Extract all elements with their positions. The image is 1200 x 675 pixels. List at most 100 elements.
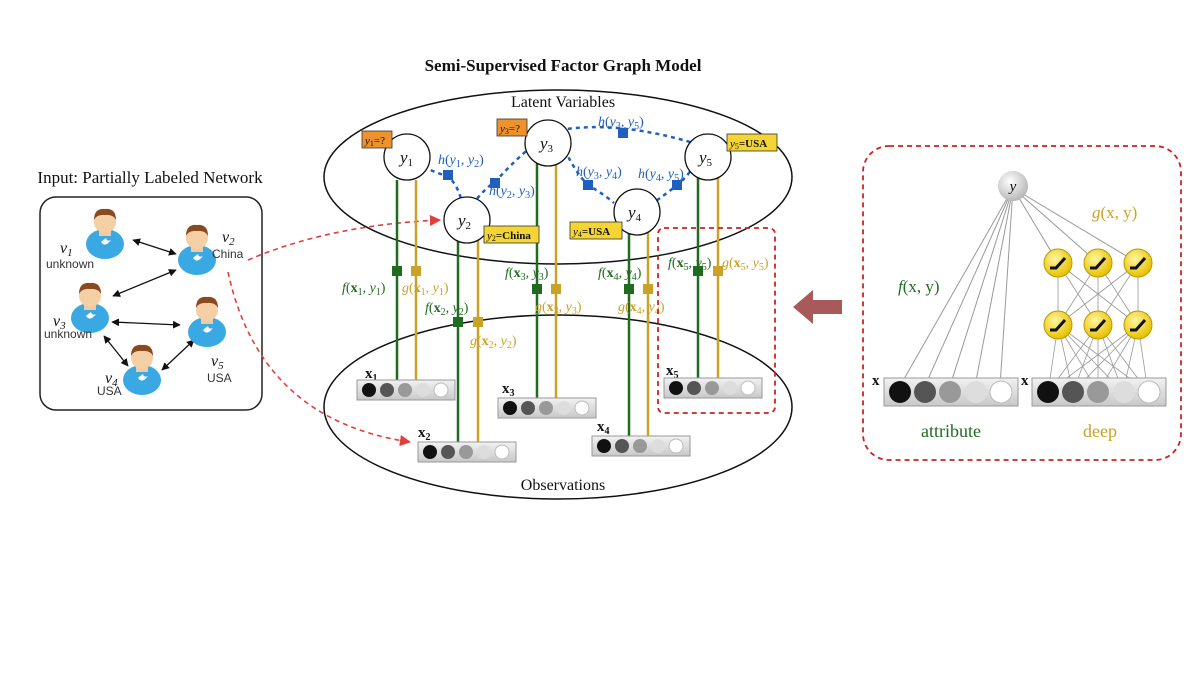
user-label: unknown [44,327,92,341]
user-name: v [222,229,230,246]
user-name: v [60,240,68,257]
svg-text:y3: y3 [538,134,554,155]
mapping-arrow-to-x2 [227,271,412,447]
node-factor-squares [392,266,723,327]
observations-label: Observations [521,477,605,494]
zoom-arrow-icon [793,290,842,324]
page-title: Semi-Supervised Factor Graph Model [425,56,702,75]
detail-y-label: y [1008,179,1017,195]
user-v1: v1 unknown [46,208,124,271]
detail-f-label: f(x, y) [898,277,940,296]
svg-text:x1: x1 [365,366,378,384]
attribute-caption: attribute [921,421,981,441]
factor-f3-label: f(x3, y3) [505,266,549,283]
attribute-vector [883,377,1019,407]
svg-text:y4=USA: y4=USA [572,226,610,239]
obs-x2: x2 [417,425,517,463]
factor-g3-square [551,284,561,294]
factor-h34-label: h(y3, y4) [576,165,622,182]
svg-text:y1=?: y1=? [364,135,385,148]
svg-text:v1: v1 [60,240,73,259]
deep-caption: deep [1083,421,1117,441]
user-sub: 4 [112,377,118,389]
user-name: v [211,353,219,370]
detail-x-label-deep: x [1021,373,1029,389]
factor-f1-label: f(x1, y1) [342,281,386,298]
factor-f4-square [624,284,634,294]
factor-f2-label: f(x2, y2) [425,301,469,318]
node-factor-labels: f(x1, y1) g(x1, y1) f(x2, y2) g(x2, y2) … [342,256,769,351]
latent-node-y2: y2 y2=China [443,196,540,244]
user-v3: v3 unknown [44,282,109,341]
latent-node-y4: y4 y4=USA [569,188,661,240]
input-panel: Input: Partially Labeled Network v1 unkn… [37,168,263,411]
factor-h23-label: h(y2, y3) [489,184,535,201]
latent-node-y3: y3 y3=? [496,118,572,167]
factor-f1-square [392,266,402,276]
factor-h35-label: h(y3, y5) [598,115,644,132]
detail-panel: y f(x, y) g(x, y) x x attribute deep [862,145,1182,461]
svg-text:y5=USA: y5=USA [729,138,767,151]
obs-x1: x1 [356,366,456,401]
factor-g4-square [643,284,653,294]
svg-text:x3: x3 [502,381,515,399]
factor-f2-square [453,317,463,327]
svg-text:y1: y1 [398,148,413,169]
highlight-box [657,227,776,414]
svg-text:y3=?: y3=? [499,123,520,136]
factor-h23-square [490,178,500,188]
edge-factor-labels: h(y1, y2) h(y2, y3) h(y3, y4) h(y4, y5) … [438,115,684,201]
factor-f5-square [693,266,703,276]
factor-h45-square [672,180,682,190]
factor-lines [395,160,720,445]
deep-vector [1031,377,1167,407]
obs-x5: x5 [663,363,763,399]
factor-g5-label: g(x5, y5) [722,256,769,273]
latent-node-y5: y5 y5=USA [684,133,778,181]
user-v2: v2 China [178,224,244,275]
svg-text:x2: x2 [418,425,431,443]
obs-x4: x4 [591,419,691,457]
latent-ellipse: Latent Variables [323,89,793,265]
input-panel-title: Input: Partially Labeled Network [37,168,263,187]
factor-f5-label: f(x5, y5) [668,256,712,273]
detail-x-label-attr: x [872,373,880,389]
mapping-arrows [227,214,442,447]
factor-h45-label: h(y4, y5) [638,167,684,184]
user-name: v [53,313,61,330]
svg-text:y4: y4 [626,203,642,224]
factor-h12-square [443,170,453,180]
network-edges [103,238,195,371]
user-sub: 5 [218,360,224,372]
edge-factors [443,128,682,190]
factor-h34-square [583,180,593,190]
svg-text:v3: v3 [53,313,66,332]
factor-g2-label: g(x2, y2) [470,334,517,351]
detail-y-node [998,171,1028,201]
factor-g1-label: g(x1, y1) [402,281,449,298]
user-sub: 2 [229,236,235,248]
user-label: China [212,247,244,261]
user-v4: v4 USA [97,344,161,398]
factor-g5-square [713,266,723,276]
svg-text:v4: v4 [105,370,118,389]
user-sub: 3 [59,320,66,332]
observation-ellipse: Observations [323,314,793,500]
svg-text:y2: y2 [456,211,471,232]
user-label: USA [207,371,232,385]
latent-node-y1: y1 y1=? [361,130,431,181]
factor-h12-label: h(y1, y2) [438,153,484,170]
svg-text:v5: v5 [211,353,224,372]
factor-g2-square [473,317,483,327]
factor-g1-square [411,266,421,276]
factor-h35-square [618,128,628,138]
user-sub: 1 [67,247,73,259]
obs-x3: x3 [497,381,597,419]
latent-label: Latent Variables [511,94,615,111]
detail-g-label: g(x, y) [1092,203,1137,222]
user-label: USA [97,384,122,398]
svg-text:x4: x4 [597,419,610,437]
factor-f3-square [532,284,542,294]
user-label: unknown [46,257,94,271]
